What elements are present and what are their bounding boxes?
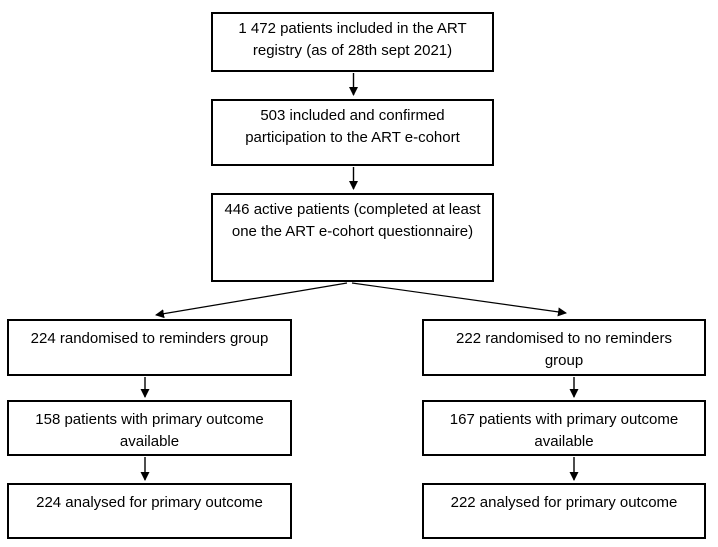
flow-box-included: 503 included and confirmed participation… [211, 99, 494, 166]
flow-box-active-patients-text: 446 active patients (completed at least … [224, 201, 481, 240]
flow-box-right-randomised-text: 222 randomised to no reminders group [456, 330, 672, 369]
flow-box-left-primary-outcome: 158 patients with primary outcome availa… [7, 400, 292, 456]
arrow-active-to-left-randomised [155, 282, 348, 319]
flow-box-left-randomised-text: 224 randomised to reminders group [30, 330, 269, 347]
flow-box-registry-text: 1 472 patients included in the ART regis… [238, 20, 467, 59]
flow-box-right-primary-outcome-text: 167 patients with primary outcome availa… [449, 411, 679, 450]
flow-box-right-randomised: 222 randomised to no reminders group [422, 319, 706, 376]
arrow-active-to-right-randomised [351, 282, 567, 317]
flow-box-active-patients: 446 active patients (completed at least … [211, 193, 494, 282]
flow-box-registry: 1 472 patients included in the ART regis… [211, 12, 494, 72]
flow-box-left-primary-outcome-text: 158 patients with primary outcome availa… [35, 411, 264, 450]
flow-box-right-analysed-text: 222 analysed for primary outcome [450, 494, 678, 511]
flow-box-included-text: 503 included and confirmed participation… [245, 107, 460, 146]
flow-box-left-analysed: 224 analysed for primary outcome [7, 483, 292, 539]
flow-box-right-analysed: 222 analysed for primary outcome [422, 483, 706, 539]
flow-box-right-primary-outcome: 167 patients with primary outcome availa… [422, 400, 706, 456]
flow-box-left-randomised: 224 randomised to reminders group [7, 319, 292, 376]
flow-box-left-analysed-text: 224 analysed for primary outcome [36, 494, 263, 511]
